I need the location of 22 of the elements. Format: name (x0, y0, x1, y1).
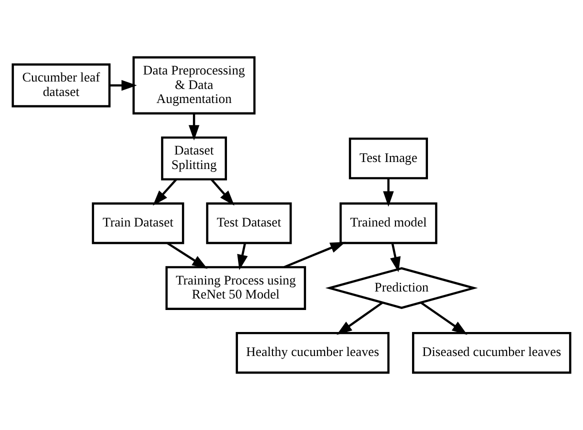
arrow (390, 242, 401, 272)
arrow (152, 178, 178, 206)
arrow (420, 302, 468, 335)
arrow (336, 302, 383, 335)
arrow (383, 178, 394, 207)
node-box: Train Dataset (92, 202, 184, 244)
node-box: Trained model (340, 202, 438, 244)
node-box: Test Image (348, 138, 428, 180)
arrow (284, 242, 346, 268)
arrow (166, 242, 208, 269)
arrow (210, 178, 234, 206)
node-box: Dataset Splitting (161, 136, 227, 180)
node-box: Healthy cucumber leaves (236, 332, 390, 374)
arrow (110, 80, 137, 91)
node-diamond: Prediction (325, 267, 478, 309)
node-box: Cucumber leaf dataset (12, 63, 111, 108)
node-box: Test Dataset (206, 202, 292, 244)
node-box: Diseased cucumber leaves (412, 332, 572, 374)
node-box: Training Process using ReNet 50 Model (165, 266, 306, 310)
arrow (188, 114, 200, 140)
arrow (237, 242, 248, 270)
node-box: Data Preprocessing & Data Augmentation (132, 56, 256, 114)
